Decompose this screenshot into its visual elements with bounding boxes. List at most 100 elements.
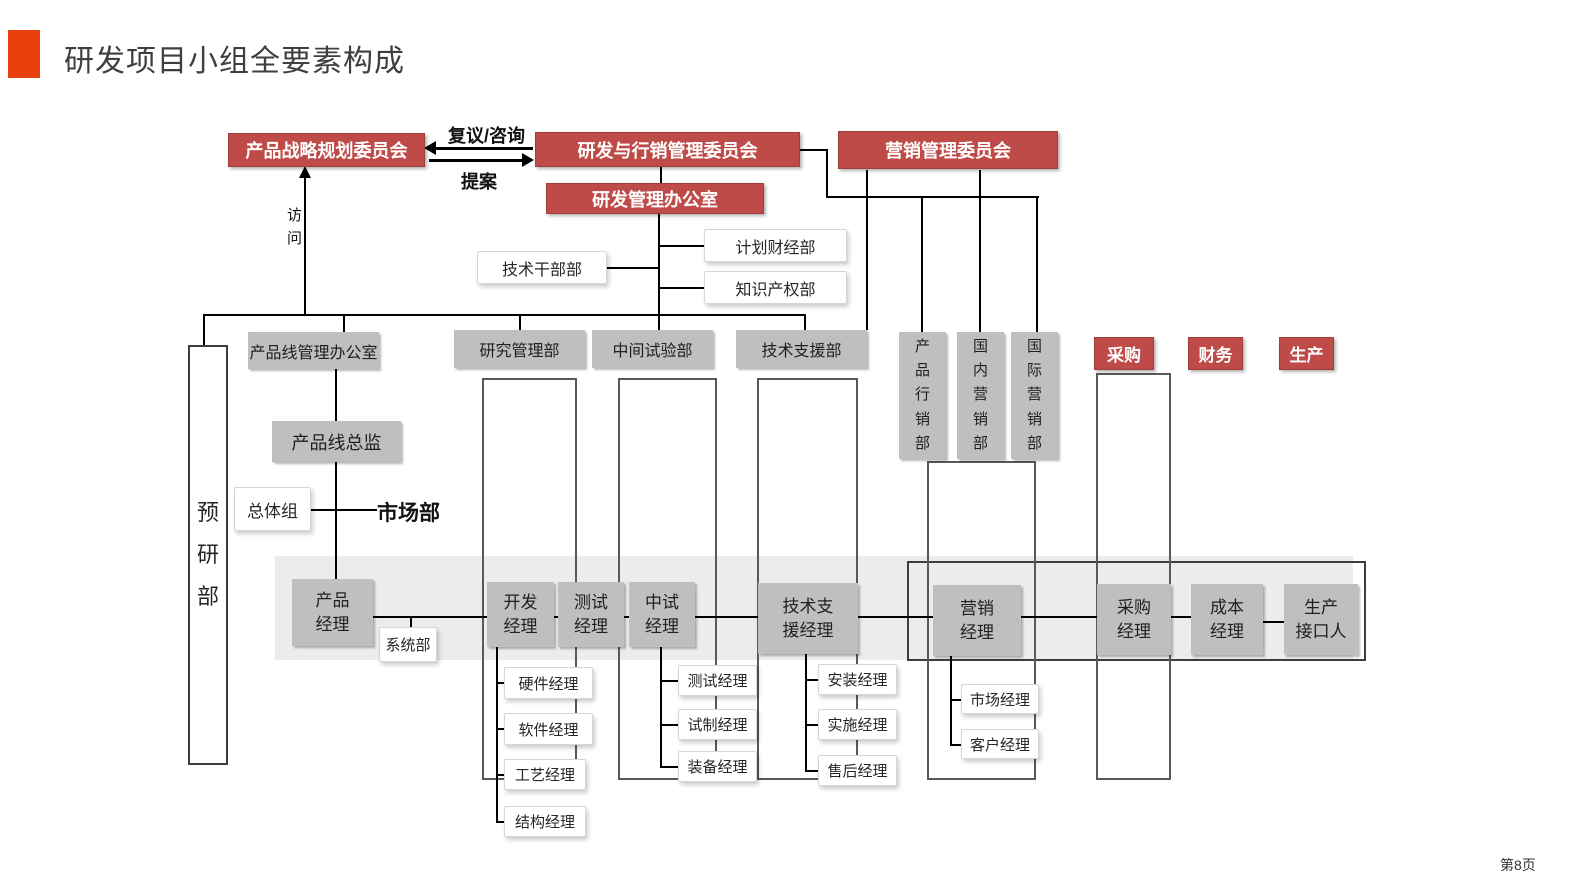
label-review-consult: 复议/咨询 <box>448 126 526 146</box>
node-test-manager: 测试 经理 <box>558 582 624 647</box>
connector-line <box>496 821 505 823</box>
node-pilot-manager: 中试 经理 <box>629 582 695 647</box>
node-implementation-manager: 实施经理 <box>818 709 897 740</box>
tech-support-container <box>757 378 858 780</box>
node-software-manager: 软件经理 <box>504 713 593 745</box>
node-product-marketing-dept: 产 品 行 销 部 <box>899 332 946 459</box>
node-market-manager: 市场经理 <box>961 684 1039 714</box>
node-cost-manager: 成本 经理 <box>1191 584 1263 655</box>
node-pre-research-dept: 预 研 部 <box>188 345 228 765</box>
node-ip-dept: 知识产权部 <box>704 271 847 304</box>
node-pilot-test-dept: 中间试验部 <box>592 330 713 368</box>
connector-line <box>203 314 805 316</box>
connector-line <box>826 149 828 198</box>
node-testing-manager: 测试经理 <box>678 665 757 696</box>
pilot-test-container <box>618 378 717 780</box>
connector-line <box>800 149 827 151</box>
node-dev-manager: 开发 经理 <box>487 582 554 647</box>
connector-line <box>660 166 662 183</box>
node-installation-manager: 安装经理 <box>818 664 897 695</box>
label-market-dept: 市场部 <box>377 502 440 525</box>
node-product-strategy-committee: 产品战略规划委员会 <box>228 133 425 167</box>
page-number: 第8页 <box>1500 857 1536 873</box>
node-system-dept: 系统部 <box>379 627 437 662</box>
node-finance-tag: 财务 <box>1188 337 1243 370</box>
node-product-manager: 产品 经理 <box>292 579 373 646</box>
connector-line <box>805 724 818 726</box>
node-product-line-office: 产品线管理办公室 <box>248 332 379 369</box>
connector-line <box>496 682 505 684</box>
node-aftersales-manager: 售后经理 <box>818 755 897 786</box>
connector-line <box>304 176 306 315</box>
label-proposal: 提案 <box>461 172 497 192</box>
node-hardware-manager: 硬件经理 <box>504 667 593 699</box>
connector-line <box>619 616 635 618</box>
arrowhead-left-icon <box>424 141 436 155</box>
connector-line <box>950 699 961 701</box>
connector-line <box>659 287 704 289</box>
node-research-mgmt-dept: 研究管理部 <box>454 330 585 368</box>
connector-line <box>950 744 961 746</box>
connector-line <box>805 679 818 681</box>
node-marketing-mgmt-committee: 营销管理委员会 <box>838 131 1058 169</box>
node-marketing-manager: 营销 经理 <box>933 585 1021 656</box>
connector-line <box>519 314 521 331</box>
connector-line <box>429 147 533 150</box>
node-procurement-manager: 采购 经理 <box>1097 584 1171 655</box>
node-trial-production-manager: 试制经理 <box>678 709 757 740</box>
connector-line <box>921 196 923 332</box>
connector-line <box>311 509 377 511</box>
connector-line <box>660 766 678 768</box>
connector-line <box>826 196 1039 198</box>
node-production-tag: 生产 <box>1279 337 1334 370</box>
connector-line <box>496 646 498 822</box>
connector-line <box>659 245 704 247</box>
connector-line <box>660 724 678 726</box>
node-production-liaison: 生产 接口人 <box>1284 584 1358 655</box>
node-tech-support-dept: 技术支援部 <box>736 330 867 368</box>
marketing-container <box>927 461 1036 780</box>
node-planning-finance-dept: 计划财经部 <box>704 229 847 262</box>
connector-line <box>496 774 505 776</box>
node-equipment-manager: 装备经理 <box>678 751 757 782</box>
node-tech-cadre-dept: 技术干部部 <box>477 251 607 284</box>
node-tech-support-manager: 技术支 援经理 <box>758 583 858 654</box>
connector-line <box>805 654 807 771</box>
node-structure-manager: 结构经理 <box>504 806 586 837</box>
connector-line <box>1021 616 1097 618</box>
procurement-container <box>1096 373 1171 780</box>
node-general-group: 总体组 <box>234 487 311 531</box>
connector-line <box>373 616 487 618</box>
connector-line <box>858 616 933 618</box>
label-visit: 访 问 <box>287 207 303 247</box>
connector-line <box>660 680 678 682</box>
connector-line <box>804 314 806 331</box>
connector-line <box>660 647 662 767</box>
node-rd-marketing-committee: 研发与行销管理委员会 <box>535 132 800 167</box>
connector-line <box>335 369 337 421</box>
connector-line <box>203 314 205 347</box>
connector-line <box>410 616 412 627</box>
node-process-manager: 工艺经理 <box>504 759 586 790</box>
connector-line <box>1036 196 1038 332</box>
connector-line <box>695 616 758 618</box>
page-title: 研发项目小组全要素构成 <box>64 45 405 78</box>
node-procurement-tag: 采购 <box>1094 337 1154 370</box>
connector-line <box>343 314 345 333</box>
connector-line <box>658 213 660 331</box>
arrowhead-right-icon <box>522 153 534 167</box>
connector-line <box>866 170 868 330</box>
connector-line <box>1171 616 1191 618</box>
right-team-outline <box>907 561 1366 661</box>
connector-line <box>1263 621 1284 623</box>
node-intl-marketing-dept: 国 际 营 销 部 <box>1011 332 1058 459</box>
connector-line <box>607 267 659 269</box>
connector-line <box>548 616 564 618</box>
connector-line <box>335 462 337 579</box>
node-customer-manager: 客户经理 <box>961 729 1039 759</box>
node-domestic-marketing-dept: 国 内 营 销 部 <box>957 332 1004 459</box>
arrowhead-up-icon <box>299 166 311 178</box>
connector-line <box>429 159 524 162</box>
connector-line <box>496 728 505 730</box>
